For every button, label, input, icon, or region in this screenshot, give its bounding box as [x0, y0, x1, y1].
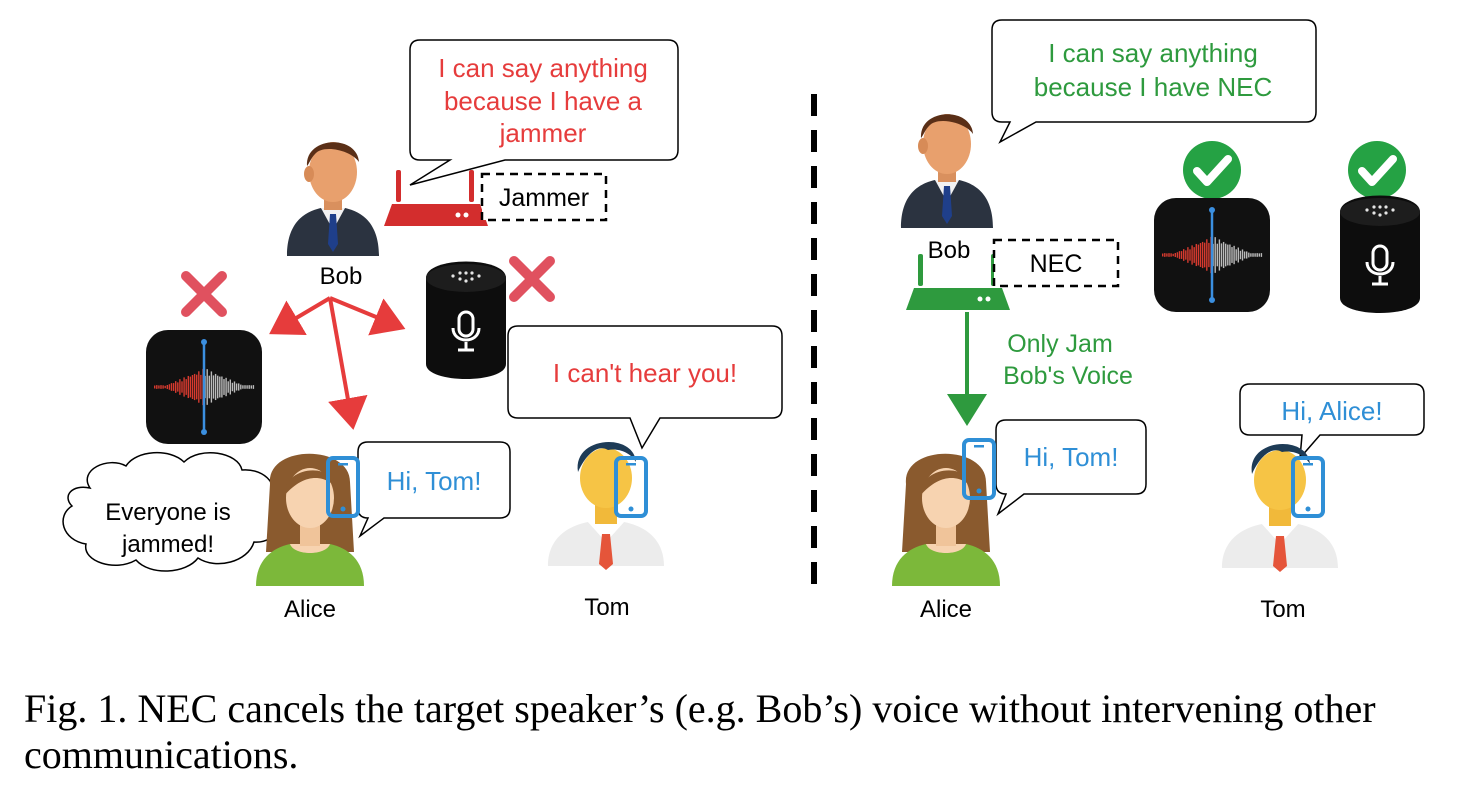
- bob-bubble-line-2: because I have a: [444, 86, 643, 116]
- businessman-icon: [287, 142, 379, 256]
- businessman-icon: [901, 114, 993, 228]
- nec-bubble-line-2: because I have NEC: [1034, 72, 1272, 102]
- tom-name-left: Tom: [584, 594, 629, 621]
- svg-text:Jammer: Jammer: [499, 184, 589, 212]
- svg-text:Hi, Alice!: Hi, Alice!: [1281, 396, 1382, 426]
- alice-thought-cloud: Everyone is jammed!: [62, 451, 281, 572]
- alice-name-left: Alice: [284, 596, 336, 623]
- smart-speaker-icon: [424, 260, 508, 381]
- young-man-icon: [1222, 443, 1338, 572]
- cross-icon: [514, 261, 550, 297]
- figure-caption: Fig. 1. NEC cancels the target speaker’s…: [24, 686, 1376, 777]
- bob-speech-bubble-right: I can say anything because I have NEC: [991, 19, 1317, 144]
- alice-speech-bubble-right: Hi, Tom!: [995, 419, 1147, 517]
- tom-name-right: Tom: [1260, 596, 1305, 623]
- jam-note-line-1: Only Jam: [1007, 330, 1113, 358]
- smart-speaker-icon: [1338, 194, 1422, 315]
- right-panel: I can say anything because I have NEC Bo…: [892, 19, 1425, 623]
- jammer-label: Jammer: [480, 172, 608, 222]
- svg-text:Everyone is: Everyone is: [105, 499, 230, 526]
- jam-arrows: [269, 296, 406, 430]
- svg-text:Hi, Tom!: Hi, Tom!: [1024, 442, 1119, 472]
- svg-text:jammed!: jammed!: [121, 531, 214, 558]
- alice-name-right: Alice: [920, 596, 972, 623]
- woman-icon: [256, 453, 364, 586]
- tom-speech-bubble-right: Hi, Alice!: [1239, 383, 1425, 461]
- voice-memo-icon: [146, 330, 262, 444]
- woman-icon: [892, 453, 1000, 586]
- nec-bubble-line-1: I can say anything: [1048, 38, 1258, 68]
- bob-name-right: Bob: [928, 237, 971, 264]
- cross-icon: [186, 276, 222, 312]
- bob-speech-bubble-left: I can say anything because I have a jamm…: [409, 39, 679, 186]
- bob-bubble-line-3: jammer: [499, 118, 587, 148]
- alice-speech-bubble-left: Hi, Tom!: [357, 441, 511, 539]
- bob-name-left: Bob: [320, 263, 363, 290]
- check-circle-icon: [1348, 141, 1406, 199]
- svg-text:NEC: NEC: [1030, 250, 1083, 278]
- left-panel: I can say anything because I have a jamm…: [62, 39, 783, 623]
- bob-bubble-line-1: I can say anything: [438, 53, 648, 83]
- jam-note-line-2: Bob's Voice: [1003, 362, 1133, 390]
- nec-label: NEC: [992, 238, 1120, 288]
- check-circle-icon: [1183, 141, 1241, 199]
- svg-text:Hi, Tom!: Hi, Tom!: [387, 466, 482, 496]
- tom-speech-bubble-left: I can't hear you!: [507, 325, 783, 450]
- svg-text:I can't hear you!: I can't hear you!: [553, 358, 737, 388]
- voice-memo-icon: [1154, 198, 1270, 312]
